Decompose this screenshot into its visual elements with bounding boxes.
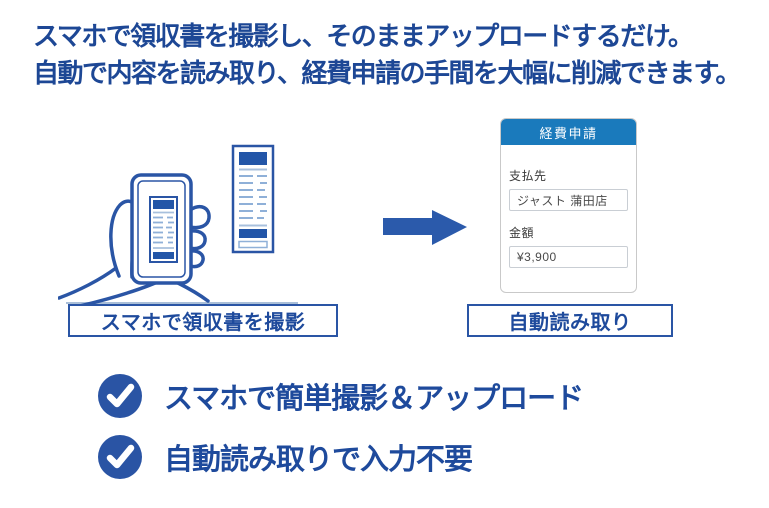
benefit-row-1: スマホで簡単撮影＆アップロード: [98, 374, 584, 418]
amount-field-label: 金額: [509, 226, 535, 240]
paper-receipt-icon: [231, 144, 275, 254]
capture-step-caption: スマホで領収書を撮影: [68, 304, 338, 337]
payee-field-label: 支払先: [509, 169, 547, 183]
read-step-caption-label: 自動読み取り: [508, 312, 632, 334]
amount-field-input[interactable]: ¥3,900: [509, 246, 628, 268]
check-icon: [98, 435, 142, 479]
headline: スマホで領収書を撮影し、そのままアップロードするだけ。 自動で内容を読み取り、経…: [33, 18, 753, 92]
headline-line2: 自動で内容を読み取り、経費申請の手間を大幅に削減できます。: [33, 58, 741, 88]
benefit-text: 自動読み取りで入力不要: [164, 444, 473, 476]
expense-form-header: 経費申請: [501, 119, 636, 145]
expense-form-card: 経費申請 支払先 ジャスト 蒲田店 金額 ¥3,900: [500, 118, 637, 293]
benefit-row-2: 自動読み取りで入力不要: [98, 435, 473, 479]
smartphone-receipt-illustration: [58, 144, 298, 306]
headline-line1: スマホで領収書を撮影し、そのままアップロードするだけ。: [33, 21, 694, 51]
arrow-right-icon: [383, 210, 467, 245]
read-step-caption: 自動読み取り: [467, 304, 673, 337]
expense-form-title: 経費申請: [539, 125, 598, 141]
capture-step-caption-label: スマホで領収書を撮影: [100, 312, 306, 334]
smartphone-icon: [130, 173, 193, 285]
expense-form-body: 支払先 ジャスト 蒲田店 金額 ¥3,900: [501, 145, 636, 268]
benefit-text: スマホで簡単撮影＆アップロード: [164, 383, 584, 415]
check-icon: [98, 374, 142, 418]
screen-receipt-icon: [149, 196, 178, 263]
payee-field-input[interactable]: ジャスト 蒲田店: [509, 189, 628, 211]
